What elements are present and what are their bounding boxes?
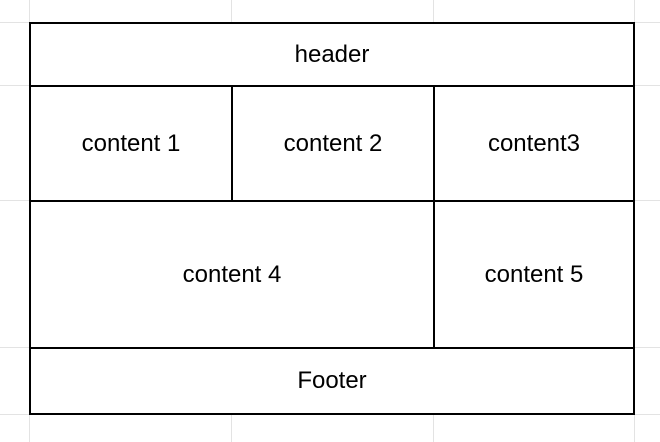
content-5-block: content 5 (435, 202, 633, 347)
content-2-label: content 2 (283, 129, 383, 157)
header-label: header (294, 40, 370, 68)
content-1-2-divider (231, 85, 233, 202)
content-1-block: content 1 (31, 87, 231, 200)
header-divider (31, 85, 633, 87)
content-2-block: content 2 (233, 87, 433, 200)
content-4-block: content 4 (31, 202, 433, 347)
content-3-label: content3 (487, 129, 581, 157)
footer-divider (31, 347, 633, 349)
content-2-3-divider (433, 85, 435, 349)
footer-block: Footer (31, 349, 633, 413)
header-block: header (31, 24, 633, 85)
content-1-label: content 1 (81, 129, 181, 157)
page-layout-diagram: header content 1 content 2 content3 cont… (29, 22, 635, 415)
top-content-divider (31, 200, 633, 202)
content-3-block: content3 (435, 87, 633, 200)
content-4-label: content 4 (182, 260, 282, 288)
footer-label: Footer (297, 367, 367, 394)
content-5-label: content 5 (484, 260, 584, 288)
